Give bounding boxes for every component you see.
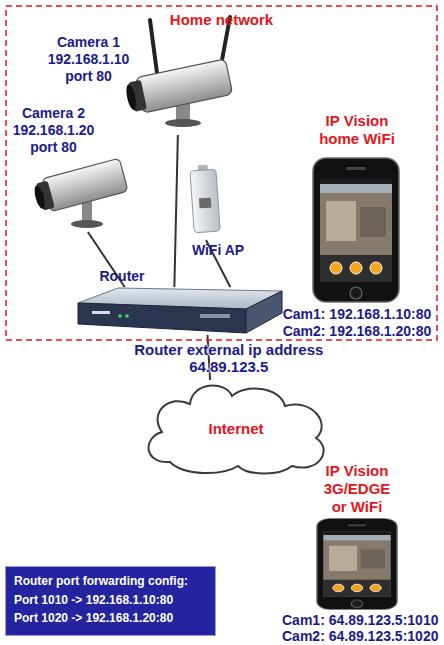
internet-cloud: Internet — [140, 380, 332, 478]
address-line: Cam1: 192.168.1.10:80 — [282, 306, 432, 323]
config-box: Router port forwarding config: Port 1010 … — [5, 566, 216, 636]
access-point-node: WiFi AP — [188, 168, 224, 240]
camera-label: Camera 1 192.168.1.10 port 80 — [46, 34, 131, 85]
network-zone: Home networkCamera 1 192.168.1.10 port 8… — [5, 5, 438, 341]
camera-body — [42, 158, 128, 212]
router-illustration — [78, 288, 282, 333]
phone-client: IP Vision home WiFiCam1: 192.168.1.10:80… — [282, 108, 432, 340]
router-side — [246, 291, 282, 333]
phone-client: IP Vision 3G/EDGE or WiFiCam1: 64.89.123… — [282, 460, 432, 645]
client-heading: IP Vision home WiFi — [316, 112, 398, 148]
phone-illustration — [317, 519, 397, 610]
address-line: Cam2: 192.168.1.20:80 — [282, 323, 432, 340]
camera-illustration — [31, 158, 128, 228]
config-line: Port 1020 -> 192.168.1.20:80 — [14, 610, 209, 626]
device-label: Router — [92, 268, 152, 285]
ap-body — [190, 169, 220, 233]
router-vent — [200, 314, 230, 318]
camera-base — [165, 119, 201, 127]
address-line: Cam2: 64.89.123.5:1020 — [282, 628, 432, 645]
camera-label: Camera 2 192.168.1.20 port 80 — [11, 105, 96, 156]
ap-logo — [199, 198, 212, 209]
link-label: Router external ip address 64.89.123.5 — [114, 341, 344, 375]
address-line: Cam1: 64.89.123.5:1010 — [282, 612, 432, 629]
camera-illustration — [124, 17, 233, 127]
device-label: WiFi AP — [188, 242, 248, 259]
router-node: Router — [75, 287, 282, 335]
status-led — [125, 314, 129, 318]
phone-illustration — [313, 158, 399, 302]
status-led — [118, 314, 122, 318]
router-badge — [92, 311, 110, 314]
client-heading: IP Vision 3G/EDGE or WiFi — [316, 462, 398, 516]
camera-node: Camera 2 192.168.1.20 port 80 — [10, 103, 128, 232]
config-line: Port 1010 -> 192.168.1.10:80 — [14, 592, 209, 608]
cloud-label: Internet — [140, 420, 332, 438]
network-link — [174, 135, 178, 287]
lens-glass — [125, 84, 138, 111]
config-heading: Router port forwarding config: — [14, 573, 209, 589]
zone-title: Home network — [5, 11, 438, 29]
lens-glass — [33, 185, 47, 210]
antenna — [150, 20, 157, 73]
camera-body — [135, 59, 232, 113]
camera-base — [71, 220, 103, 228]
router-front — [78, 303, 246, 333]
zone-border — [6, 6, 437, 340]
access-point-illustration — [190, 164, 221, 233]
